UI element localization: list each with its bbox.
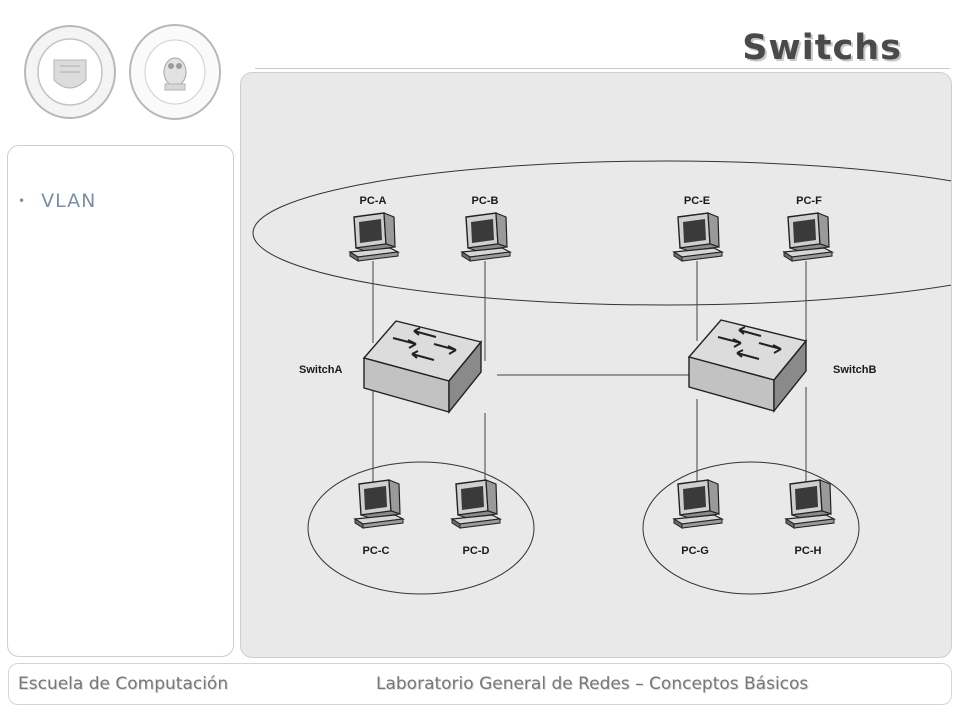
pc-b-icon [461,212,511,262]
footer-bar: Escuela de Computación Laboratorio Gener… [8,663,952,705]
bullet-dot-icon: • [18,194,26,208]
university-seal-logo [24,25,116,119]
vlan-network-diagram: PC-A PC-B PC-E PC-F SwitchA SwitchB PC-C… [252,160,951,595]
pc-a-label: PC-A [360,195,387,207]
pc-d-icon [451,479,501,529]
slide-title: Switchs [742,28,902,68]
bullet-text: VLAN [41,190,97,212]
footer-course: Laboratorio General de Redes – Conceptos… [376,674,809,694]
pc-f-label: PC-F [796,195,822,207]
pc-h-icon [785,479,835,529]
pc-g-label: PC-G [681,545,709,557]
switch-b-icon [688,319,807,412]
pc-e-label: PC-E [684,195,710,207]
network-diagram-panel: PC-A PC-B PC-E PC-F SwitchA SwitchB PC-C… [240,72,952,658]
pc-a-icon [349,212,399,262]
switch-a-label: SwitchA [299,364,342,376]
pc-f-icon [783,212,833,262]
vlan-group-bottom-left [307,461,535,595]
faculty-seal-logo [129,24,221,120]
pc-e-icon [673,212,723,262]
bullet-item: • VLAN [18,190,96,212]
vlan-group-bottom-right [642,461,860,595]
bullet-panel: • VLAN [7,145,234,657]
switch-a-icon [363,320,482,413]
footer-school: Escuela de Computación [18,674,229,694]
pc-c-label: PC-C [363,545,390,557]
switch-b-label: SwitchB [833,364,876,376]
title-divider [255,68,950,69]
pc-d-label: PC-D [463,545,490,557]
vlan-group-top [252,160,951,306]
pc-g-icon [673,479,723,529]
pc-h-label: PC-H [795,545,822,557]
pc-b-label: PC-B [472,195,499,207]
pc-c-icon [354,479,404,529]
connection-lines [372,261,807,483]
